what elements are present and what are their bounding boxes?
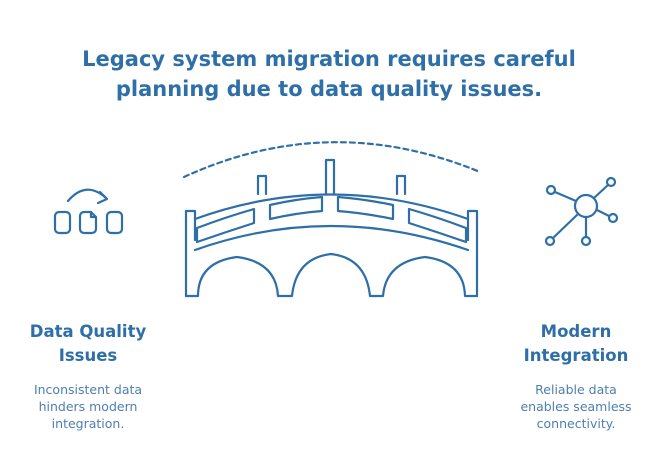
modern-integration-description: Reliable data enables seamless connectiv… [520, 382, 632, 431]
left-column: Data Quality Issues Inconsistent data hi… [0, 320, 178, 432]
headline-line-1: Legacy system migration requires careful [82, 47, 576, 71]
headline-line-2: planning due to data quality issues. [115, 77, 543, 101]
network-hub-icon [546, 178, 617, 245]
headline: Legacy system migration requires careful… [0, 44, 658, 104]
arch-dashed-curve [184, 142, 480, 177]
bridge-icon [184, 142, 480, 296]
data-quality-title: Data Quality Issues [29, 322, 147, 365]
files-reorder-icon [55, 190, 122, 233]
data-quality-description: Inconsistent data hinders modern integra… [33, 382, 143, 431]
modern-integration-title: Modern Integration [523, 322, 629, 365]
right-column: Modern Integration Reliable data enables… [486, 320, 658, 432]
